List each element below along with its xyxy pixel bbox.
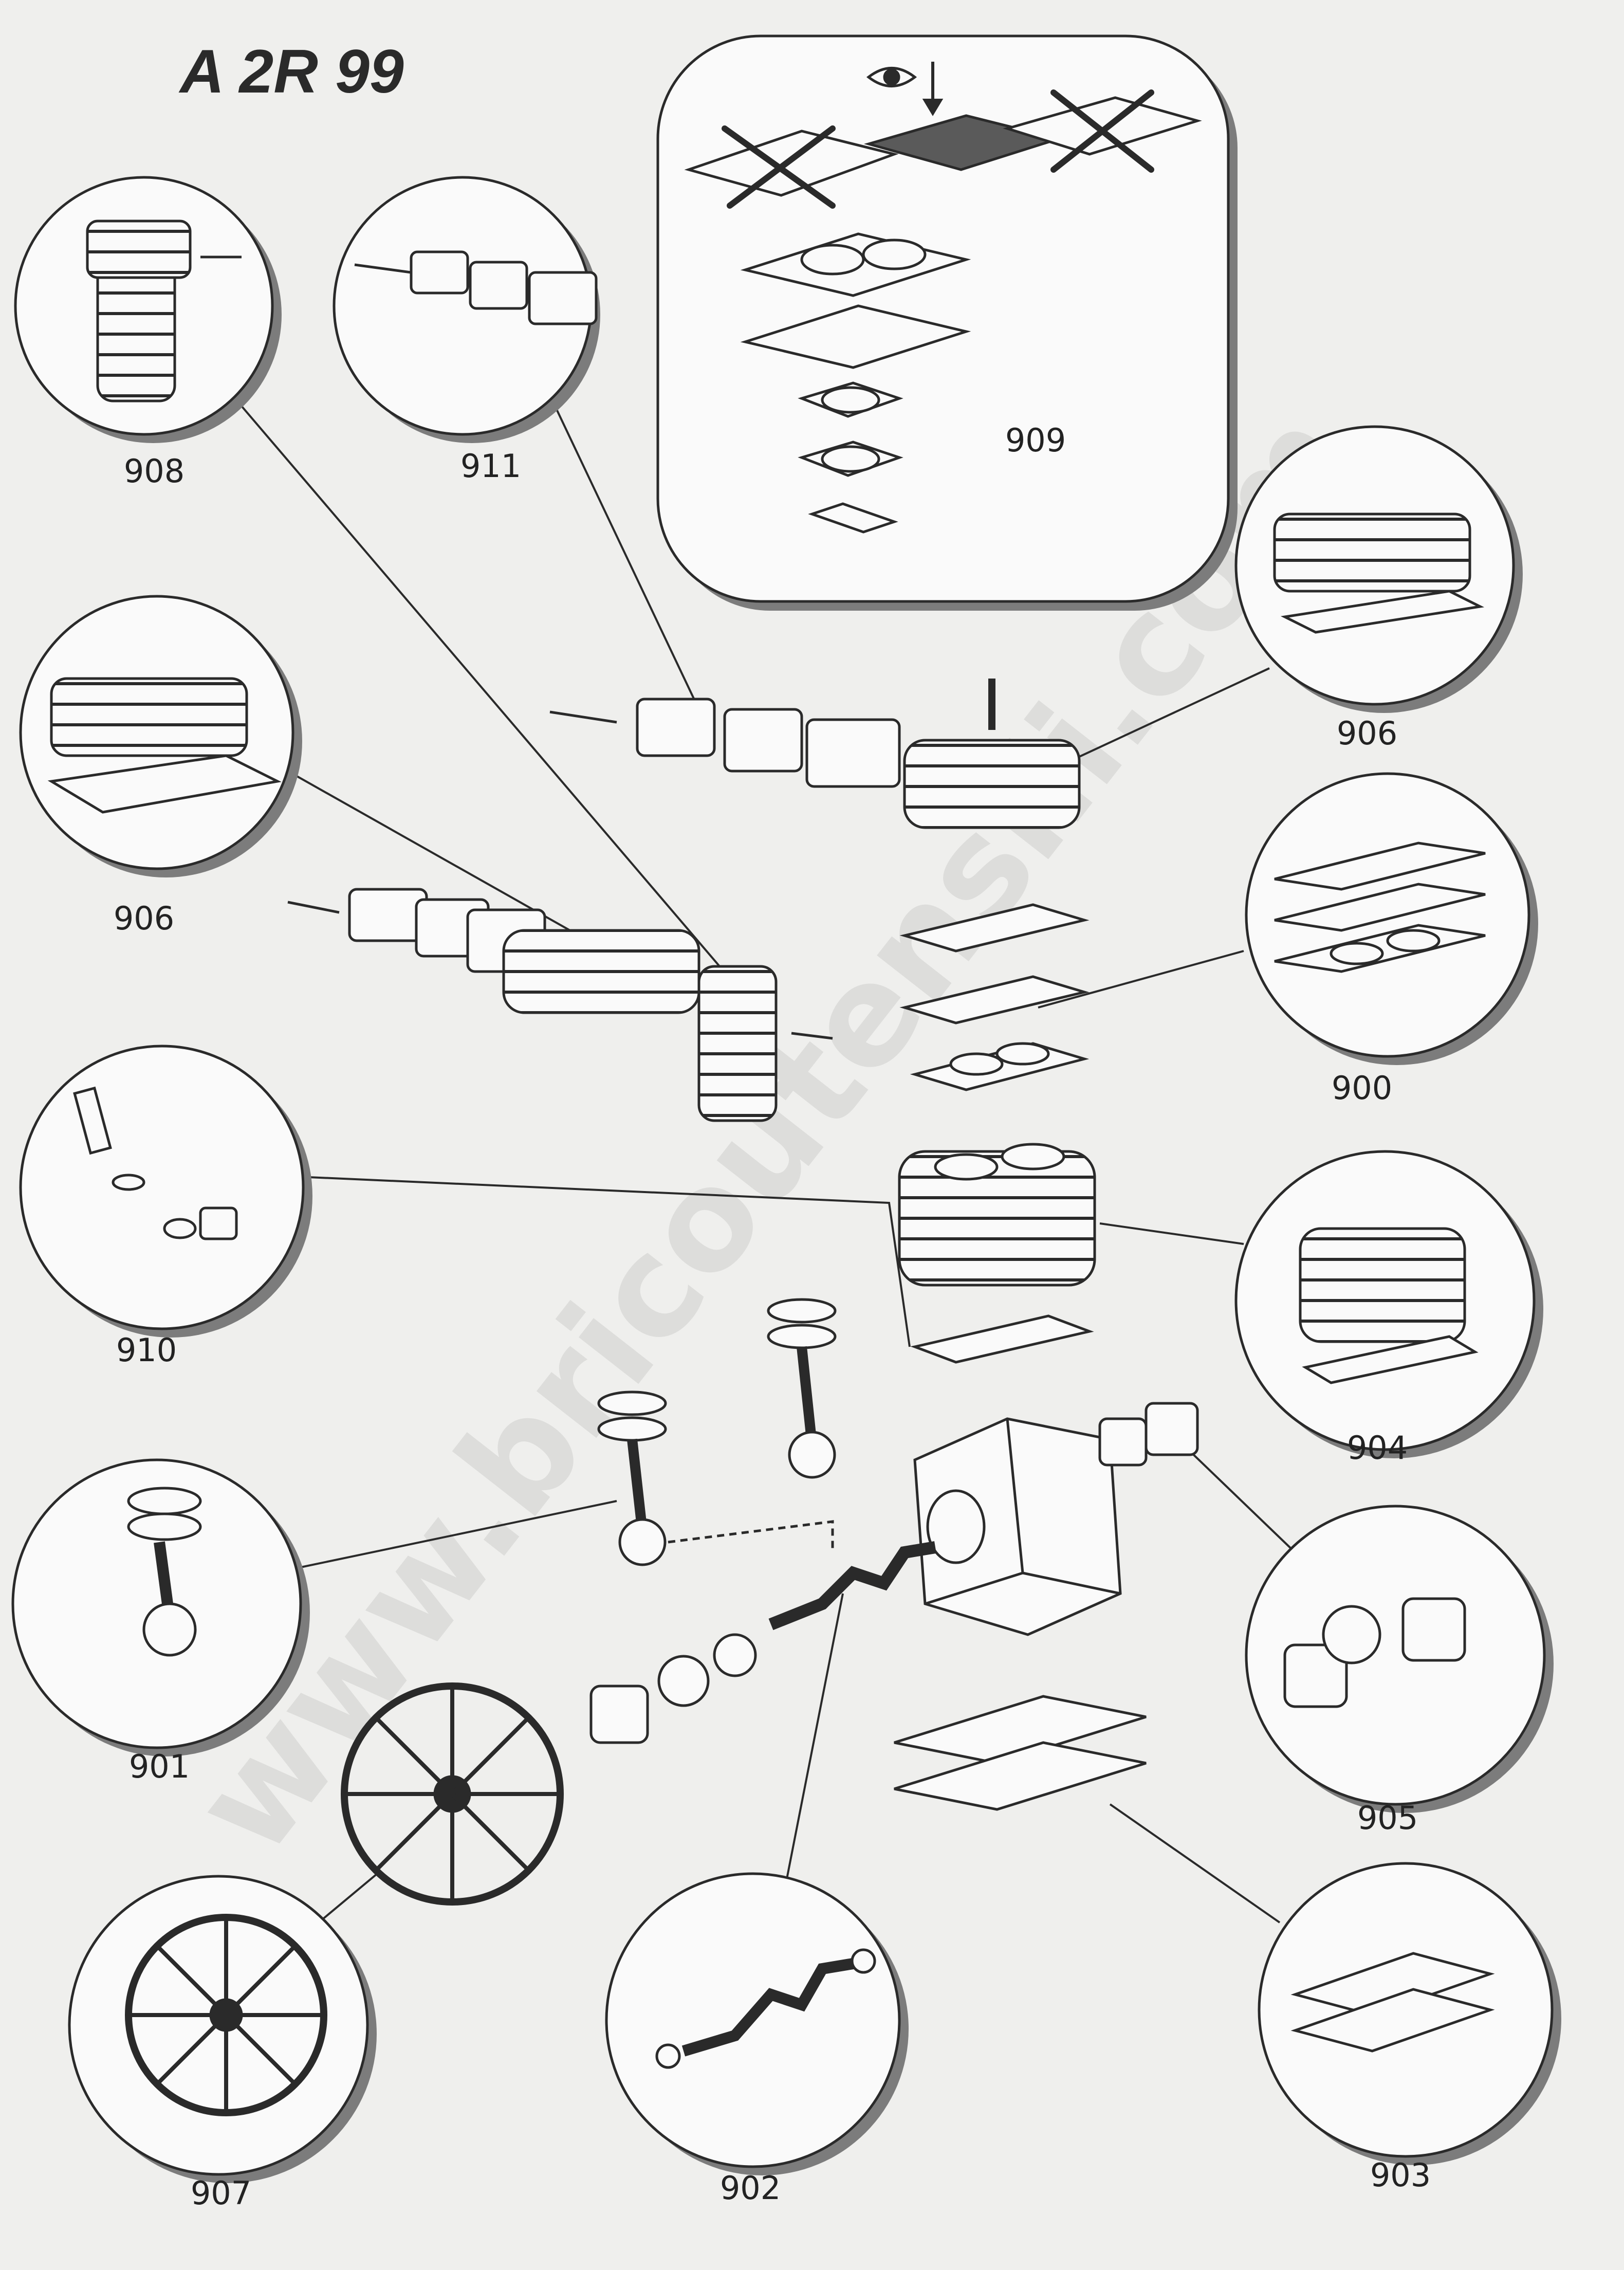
leader-line-901 xyxy=(298,1500,617,1569)
part-label-905: 905 xyxy=(1357,1799,1418,1837)
gasket-kit-panel-909 xyxy=(656,34,1238,611)
cross-out-marks xyxy=(722,89,1154,209)
leader-line-906-left xyxy=(287,770,607,952)
leader-line-903 xyxy=(1109,1803,1281,1924)
part-label-902: 902 xyxy=(719,2169,781,2207)
piston-rod-901 xyxy=(127,1487,202,1657)
crankcase-main xyxy=(913,1417,1122,1636)
pistons-main xyxy=(597,1298,837,1566)
part-label-911: 911 xyxy=(460,447,522,485)
leader-line-908 xyxy=(241,405,751,1003)
part-label-904: 904 xyxy=(1346,1429,1408,1467)
crankshaft-main xyxy=(768,1541,936,1631)
cylinder-head-main-left xyxy=(502,929,700,1014)
leader-lines xyxy=(241,405,1296,1924)
part-label-903: 903 xyxy=(1370,2156,1431,2194)
detail-circle-905 xyxy=(1245,1505,1554,1813)
part-label-900: 900 xyxy=(1331,1069,1393,1107)
detail-circle-902 xyxy=(605,1872,909,2175)
leader-line-904 xyxy=(1099,1222,1244,1245)
arrow-down-icon xyxy=(922,62,944,116)
page-title: A 2R 99 xyxy=(180,37,404,106)
part-label-909: 909 xyxy=(1005,422,1066,459)
flywheel-main xyxy=(341,1682,564,1906)
base-gaskets-main xyxy=(894,1695,1147,1811)
part-label-908: 908 xyxy=(123,452,185,490)
part-label-906-left: 906 xyxy=(113,900,175,937)
part-label-901: 901 xyxy=(128,1748,190,1785)
leader-line-900 xyxy=(1038,950,1244,1009)
part-label-910: 910 xyxy=(116,1331,177,1369)
cylinder-head-main-right xyxy=(903,679,1081,829)
part-label-907: 907 xyxy=(190,2174,252,2212)
gasket-stack xyxy=(740,232,971,534)
detail-circle-911 xyxy=(333,176,600,443)
crankshaft-902 xyxy=(655,1948,876,2069)
detail-illustrations xyxy=(47,219,1495,2116)
elbow-pipe-main xyxy=(697,965,833,1122)
eye-icon xyxy=(866,67,917,87)
cylinder-head-906-right xyxy=(1273,512,1485,634)
gaskets-900 xyxy=(1274,841,1486,973)
gasket-stack-main xyxy=(899,903,1090,1091)
leader-line-902 xyxy=(785,1593,844,1882)
bearing-flanges-main xyxy=(589,1402,1199,1744)
flywheel-907 xyxy=(125,1914,327,2116)
leader-line-910 xyxy=(308,1176,911,1347)
leader-line-907 xyxy=(318,1870,381,1924)
leader-line-906-right xyxy=(1048,667,1270,772)
main-assembly xyxy=(287,679,1199,1906)
detail-circle-910 xyxy=(19,1045,312,1338)
cylinder-block-main xyxy=(898,1143,1096,1364)
elbow-pipe-908 xyxy=(86,219,242,402)
cylinder-block-904 xyxy=(1299,1227,1479,1384)
cylinder-head-906-left xyxy=(47,677,282,814)
leader-line-911 xyxy=(554,406,700,710)
assembly-guide-line xyxy=(668,1520,834,1552)
gasket-crossed-right xyxy=(1003,96,1202,156)
base-gaskets-903 xyxy=(1290,1952,1495,2053)
valve-parts-911 xyxy=(354,250,598,325)
part-label-906-right: 906 xyxy=(1336,715,1398,752)
bearing-flanges-905 xyxy=(1283,1597,1466,1708)
valve-parts-main xyxy=(549,698,901,788)
drain-plug-910 xyxy=(73,1086,238,1240)
